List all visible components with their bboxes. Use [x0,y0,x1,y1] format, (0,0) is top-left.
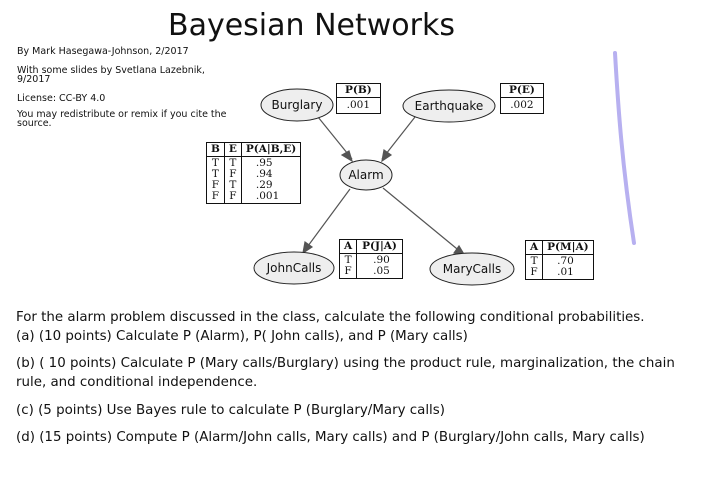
slide-title: Bayesian Networks [168,8,455,43]
mary-cpt-table: A P(M|A) T F .70 .01 [524,240,594,280]
alarm-cpt-p: .29 [255,179,273,191]
john-cpt-a: T [344,254,352,266]
alarm-cpt-e: T [229,157,237,169]
node-label-earthquake: Earthquake [415,99,484,113]
alarm-cpt-e: T [229,179,237,191]
john-cpt-p: .05 [373,265,390,277]
alarm-cpt-p-col: .95 .94 .29 .001 [240,156,302,204]
arrowhead-johncalls [302,240,314,255]
alarm-cpt-p: .95 [255,157,273,169]
alarm-cpt-b-col: T T F F [206,156,225,204]
question-intro: For the alarm problem discussed in the c… [16,310,645,325]
pe-value: .002 [500,97,544,114]
john-cpt-a-col: T F [338,253,358,279]
john-cpt-header-p: P(J|A) [356,239,403,254]
alarm-cpt-header-p: P(A|B,E) [240,142,302,157]
mary-cpt-a: F [530,266,538,278]
pen-mark [613,51,636,245]
alarm-cpt-e-col: T F T F [223,156,242,204]
pb-value: .001 [336,97,381,114]
node-johncalls [253,251,335,285]
redistribute-line-1: You may redistribute or remix if you cit… [17,109,227,120]
pb-header: P(B) [336,83,381,98]
alarm-cpt-p: .94 [255,168,273,180]
john-cpt-p-col: .90 .05 [356,253,403,279]
john-cpt-header-a: A [338,239,358,254]
node-marycalls [429,252,515,286]
john-cpt-a: F [344,265,352,277]
mary-cpt-a-col: T F [524,254,544,280]
alarm-cpt-b: F [211,190,220,202]
pe-header: P(E) [500,83,544,98]
node-label-johncalls: JohnCalls [266,261,322,275]
pb-table: P(B) .001 [336,83,381,114]
john-cpt-p: .90 [373,254,390,266]
node-label-burglary: Burglary [272,98,323,112]
slides-credit-line-2: 9/2017 [17,74,51,85]
alarm-cpt-header-b: B [206,142,225,157]
edge-alarm-marycalls [382,187,463,254]
bayes-network-diagram: Burglary Earthquake Alarm JohnCalls Mary… [253,88,515,286]
alarm-cpt-b: T [211,168,219,180]
question-d: (d) (15 points) Compute P (Alarm/John ca… [16,430,645,445]
question-c: (c) (5 points) Use Bayes rule to calcula… [16,403,445,418]
john-cpt-table: A P(J|A) T F .90 .05 [338,239,403,279]
mary-cpt-p: .70 [557,255,574,267]
alarm-cpt-b: T [211,157,219,169]
slides-credit-line-1: With some slides by Svetlana Lazebnik, [17,65,205,76]
alarm-cpt-e: F [229,168,237,180]
mary-cpt-p-col: .70 .01 [542,254,594,280]
pe-table: P(E) .002 [500,83,544,114]
license-line: License: CC-BY 4.0 [17,93,106,104]
alarm-cpt-header-e: E [223,142,242,157]
node-earthquake [402,89,496,123]
question-a: (a) (10 points) Calculate P (Alarm), P( … [16,329,468,344]
author-line: By Mark Hasegawa-Johnson, 2/2017 [17,46,189,57]
alarm-cpt-p: .001 [255,190,280,202]
alarm-cpt-b: F [211,179,220,191]
edge-alarm-johncalls [304,188,351,251]
node-label-alarm: Alarm [348,168,383,182]
mary-cpt-header-a: A [524,240,544,255]
arrowhead-alarm-from-burglary [340,150,354,163]
arrowhead-alarm-from-earthquake [381,148,393,163]
node-alarm [339,159,393,191]
mary-cpt-p: .01 [557,266,574,278]
alarm-cpt-e: F [229,190,237,202]
mary-cpt-header-p: P(M|A) [542,240,594,255]
question-b: (b) ( 10 points) Calculate P (Mary calls… [16,356,675,390]
node-label-marycalls: MaryCalls [443,262,501,276]
alarm-cpt-table: B E P(A|B,E) T T F F T F T F .95 .94 .29… [206,142,302,204]
node-burglary [260,88,334,122]
mary-cpt-a: T [530,255,538,267]
redistribute-line-2: source. [17,118,52,129]
